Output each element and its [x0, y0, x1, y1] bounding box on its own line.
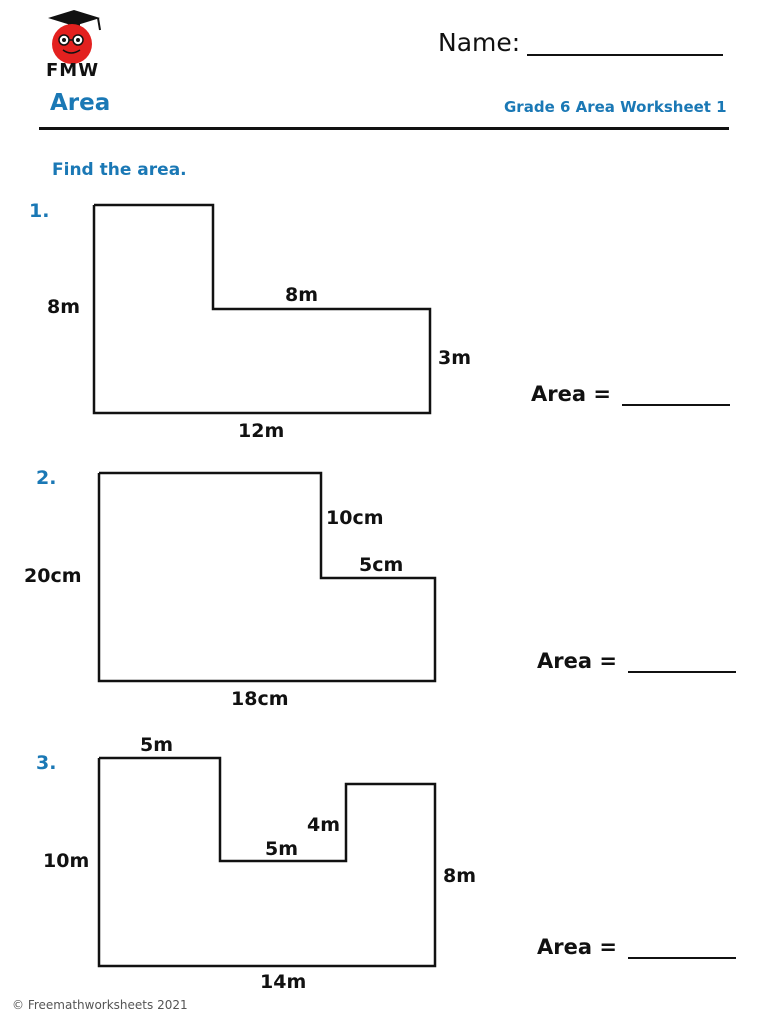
problem-3-right-label: 8m — [443, 865, 477, 887]
problem-1-number: 1. — [29, 200, 50, 222]
problem-3-left-label: 10m — [43, 850, 90, 872]
instruction-text: Find the area. — [52, 160, 187, 180]
name-label: Name: — [438, 28, 521, 57]
logo-text: FMW — [46, 60, 100, 81]
problem-2-shape — [97, 471, 437, 683]
problem-2-bottom-label: 18cm — [231, 688, 289, 710]
problem-1-area-label: Area = — [531, 382, 611, 406]
problem-2-answer-line[interactable] — [628, 671, 736, 673]
problem-1-answer-line[interactable] — [622, 404, 730, 406]
problem-3-bottom-label: 14m — [260, 971, 307, 993]
problem-1-shape — [92, 203, 432, 415]
name-input-line[interactable] — [527, 54, 723, 56]
problem-1-right-label: 3m — [438, 347, 472, 369]
copyright-footer: © Freemathworksheets 2021 — [12, 998, 188, 1012]
problem-1-bottom-label: 12m — [238, 420, 285, 442]
problem-3-number: 3. — [36, 752, 57, 774]
problem-3-area-label: Area = — [537, 935, 617, 959]
problem-2-inner-side-label: 10cm — [326, 507, 384, 529]
fmw-logo — [44, 10, 104, 82]
problem-3-answer-line[interactable] — [628, 957, 736, 959]
problem-2-number: 2. — [36, 467, 57, 489]
problem-3-shape — [97, 756, 437, 968]
problem-2-area-label: Area = — [537, 649, 617, 673]
problem-1-left-label: 8m — [47, 296, 81, 318]
problem-3-inner-bottom-label: 5m — [265, 838, 299, 860]
page-title: Area — [50, 90, 111, 116]
problem-2-inner-top-label: 5cm — [359, 554, 404, 576]
problem-1-inner-top-label: 8m — [285, 284, 319, 306]
worksheet-subtitle: Grade 6 Area Worksheet 1 — [504, 98, 727, 116]
problem-3-top-label: 5m — [140, 734, 174, 756]
header-divider — [39, 127, 729, 130]
apple-mascot-icon — [48, 10, 101, 64]
problem-2-left-label: 20cm — [24, 565, 82, 587]
problem-3-inner-side-label: 4m — [307, 814, 341, 836]
